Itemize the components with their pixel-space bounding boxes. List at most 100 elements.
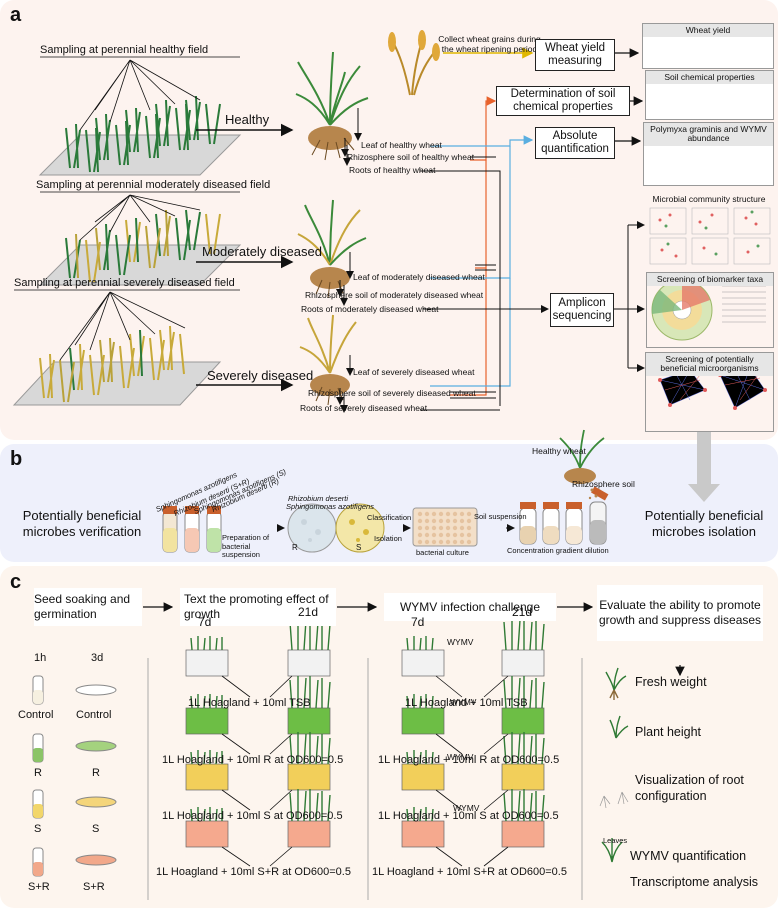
wymv-label-1: WYMV xyxy=(447,637,474,647)
group-r-dish: R xyxy=(92,767,100,779)
healthy-field xyxy=(38,56,242,176)
well-plate-b xyxy=(412,507,478,547)
group-control-dish: Control xyxy=(76,709,112,721)
time-21d-b: 21d xyxy=(512,605,533,619)
result-soil-title: Soil chemical properties xyxy=(646,71,773,85)
step-promoting-effect: Text the promoting effect of growth xyxy=(180,588,336,626)
treatment-r-b: 1L Hoagland + 10ml R at OD600=0.5 xyxy=(378,754,560,766)
tubes-b xyxy=(162,506,222,553)
wymv-label-4: WYMV xyxy=(453,803,480,813)
plate-label-rhizobium: Rhizobium deserti xyxy=(288,494,349,503)
result-polymyxa-title: Polymyxa graminis and WYMV abundance xyxy=(644,123,773,146)
method-yield: Wheat yield measuring xyxy=(535,39,615,71)
result-polymyxa: Polymyxa graminis and WYMV abundance xyxy=(643,122,774,186)
group-sr-dish: S+R xyxy=(83,881,105,893)
treatment-control-a: 1L Hoagland + 10ml TSB xyxy=(188,697,311,709)
panel-a-letter: a xyxy=(10,4,22,26)
hydroponic-boxes xyxy=(185,649,545,848)
time-21d-a: 21d xyxy=(298,605,319,619)
root-config-icon xyxy=(599,791,629,809)
panel-c-letter: c xyxy=(10,571,22,593)
biomarker-illustration xyxy=(651,279,766,341)
isolation-label: Isolation xyxy=(374,534,402,543)
part-rhizo-severe: Rhizosphere soil of severely diseased wh… xyxy=(308,388,476,398)
group-s-dish: S xyxy=(92,823,100,835)
prep-label: Preparation of bacterial suspension xyxy=(222,533,270,560)
result-community-title: Microbial community structure xyxy=(652,194,766,204)
outcome-transcriptome: Transcriptome analysis xyxy=(630,875,759,889)
result-biomarker: Screening of biomarker taxa xyxy=(646,272,774,348)
result-beneficial-title: Screening of potentially beneficial micr… xyxy=(646,353,773,376)
method-abs: Absolute quantification xyxy=(535,127,615,159)
treatment-control-b: 1L Hoagland + 10ml TSB xyxy=(405,697,528,709)
community-illustration xyxy=(649,207,771,265)
outcome-root-config: Visualization of root configuration xyxy=(635,773,744,804)
wymv-label-2: WYMV xyxy=(450,697,477,707)
seed-tubes xyxy=(32,675,44,877)
state-healthy: Healthy xyxy=(225,112,270,127)
healthy-plant xyxy=(295,51,369,161)
result-yield-title: Wheat yield xyxy=(643,24,773,38)
result-beneficial: Screening of potentially beneficial micr… xyxy=(645,352,774,432)
leaves-label: Leaves xyxy=(603,836,628,845)
outcome-plant-height: Plant height xyxy=(635,725,702,739)
time-7d-a: 7d xyxy=(198,615,212,629)
field-label-severe: Sampling at perennial severely diseased … xyxy=(14,277,235,289)
rhizo-soil-label: Rhizosphere soil xyxy=(572,479,635,489)
state-severe: Severely diseased xyxy=(207,368,314,383)
method-soil: Determination of soil chemical propertie… xyxy=(496,86,630,116)
group-sr-tube: S+R xyxy=(28,881,50,893)
panel-b-background xyxy=(0,444,778,562)
time-7d-b: 7d xyxy=(411,615,425,629)
time-3d: 3d xyxy=(91,652,104,664)
step-wymv-challenge: WYMV infection challenge xyxy=(384,593,556,621)
part-roots-healthy: Roots of healthy wheat xyxy=(349,165,436,175)
gradient-label: Concentration gradient dilution xyxy=(507,546,609,555)
step-seed-soaking: Seed soaking and germination xyxy=(34,588,142,626)
outcome-fresh-weight: Fresh weight xyxy=(635,675,707,689)
part-leaf-moderate: Leaf of moderately diseased wheat xyxy=(353,272,485,282)
wymv-label-3: WYMV xyxy=(447,752,474,762)
treatment-s-b: 1L Hoagland + 10ml S at OD600=0.5 xyxy=(378,810,559,822)
result-biomarker-title: Screening of biomarker taxa xyxy=(647,273,773,287)
result-community: Microbial community structure xyxy=(646,193,772,269)
step-evaluate: Evaluate the ability to promote growth a… xyxy=(597,585,763,641)
dilution-tubes-b xyxy=(519,486,609,545)
field-label-moderate: Sampling at perennial moderately disease… xyxy=(36,179,271,191)
result-yield: Wheat yield xyxy=(642,23,774,69)
hydroponic-seedlings xyxy=(190,618,545,822)
culture-label: bacterial culture xyxy=(416,548,469,557)
state-moderate: Moderately diseased xyxy=(202,244,322,259)
part-rhizo-healthy: Rhizosphere soil of healthy wheat xyxy=(347,152,475,162)
collect-note: Collect wheat grains during the wheat ri… xyxy=(438,34,541,54)
plate-label-sphingomonas: Sphingomonas azotifigens xyxy=(286,502,374,511)
part-rhizo-moderate: Rhizosphere soil of moderately diseased … xyxy=(305,290,484,300)
wheat-grains-graphic xyxy=(388,30,440,96)
result-soil: Soil chemical properties xyxy=(645,70,774,120)
group-r-tube: R xyxy=(34,767,42,779)
moderate-field xyxy=(38,191,242,286)
time-1h: 1h xyxy=(34,652,47,664)
treatment-sr-a: 1L Hoagland + 10ml S+R at OD600=0.5 xyxy=(156,866,351,878)
plate-R: R xyxy=(292,543,298,552)
outcome-wymv-quant: WYMV quantification xyxy=(630,849,747,863)
classification-label: Classification xyxy=(367,513,412,522)
treatment-s-a: 1L Hoagland + 10ml S at OD600=0.5 xyxy=(162,810,343,822)
healthy-wheat-label: Healthy wheat xyxy=(532,446,586,456)
field-label-healthy: Sampling at perennial healthy field xyxy=(40,44,209,56)
part-roots-moderate: Roots of moderately diseased wheat xyxy=(301,304,439,314)
healthy-wheat-b xyxy=(559,429,605,500)
treatment-sr-b: 1L Hoagland + 10ml S+R at OD600=0.5 xyxy=(372,866,567,878)
outcome-icons xyxy=(601,667,629,863)
method-amplicon: Amplicon sequencing xyxy=(550,293,614,327)
plate-S: S xyxy=(356,543,362,552)
verification-title: Potentially beneficial microbes verifica… xyxy=(22,508,142,540)
treatment-r-a: 1L Hoagland + 10ml R at OD600=0.5 xyxy=(162,754,344,766)
plates-b xyxy=(287,503,385,553)
group-control-tube: Control xyxy=(18,709,54,721)
petri-dishes xyxy=(75,684,117,866)
part-leaf-healthy: Leaf of healthy wheat xyxy=(361,140,442,150)
part-leaf-severe: Leaf of severely diseased wheat xyxy=(353,367,475,377)
isolation-title: Potentially beneficial microbes isolatio… xyxy=(644,508,764,540)
soil-suspension-label: Soil suspension xyxy=(474,512,527,521)
